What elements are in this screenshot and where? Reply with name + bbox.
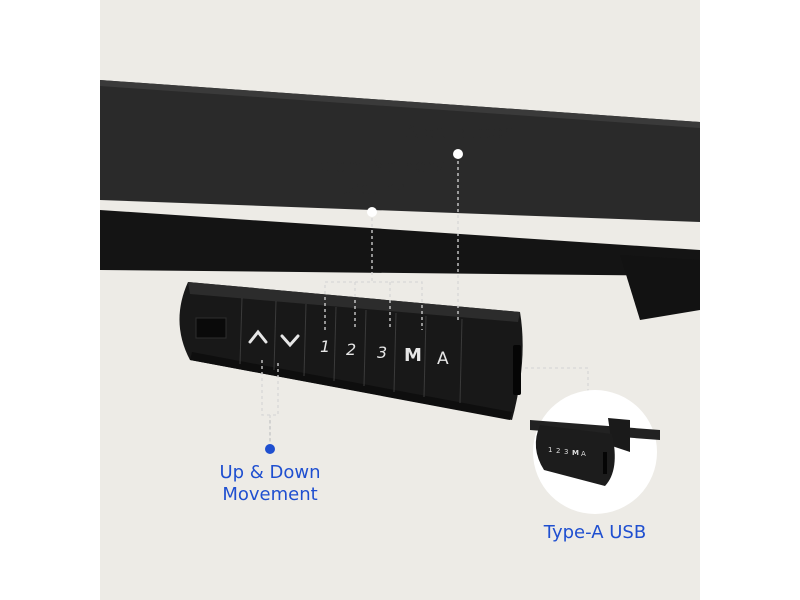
preset-1-button[interactable]: 1 — [320, 337, 330, 356]
display-icon — [195, 317, 227, 339]
height-memory-label-line1: Height Memory — [305, 156, 445, 177]
updown-callout-dot — [265, 444, 275, 454]
preset-2-button[interactable]: 2 — [346, 340, 356, 359]
height-memory-label-line2: Setting — [342, 177, 408, 199]
desk-leg — [620, 255, 700, 320]
up-down-label: Up & Down Movement — [195, 462, 345, 505]
desk-scene: 1 2 3 M A — [100, 80, 700, 514]
alert-button-label: Alert Button — [405, 122, 515, 143]
usb-label: Type-A USB — [543, 522, 647, 543]
up-arrow-icon[interactable] — [248, 329, 268, 344]
inset-button-m: M — [572, 449, 579, 457]
up-down-label-line2: Movement — [222, 483, 318, 505]
down-arrow-icon[interactable] — [280, 334, 300, 348]
memory-button[interactable]: M — [404, 345, 422, 366]
inset-usb-port-icon — [603, 452, 607, 474]
usb-inset: 1 2 3 M A — [530, 390, 660, 514]
inset-button-3: 3 — [564, 448, 568, 456]
desk-frame — [100, 210, 700, 276]
memory-callout-dot — [367, 207, 377, 217]
inset-button-1: 1 — [548, 446, 552, 454]
alert-button[interactable]: A — [437, 349, 449, 369]
alert-callout-dot — [453, 149, 463, 159]
inset-button-2: 2 — [556, 447, 560, 455]
callout-lines — [261, 155, 589, 447]
preset-3-button[interactable]: 3 — [377, 343, 387, 362]
height-memory-label: Height Memory Setting — [295, 156, 455, 199]
usb-port-icon — [513, 345, 521, 395]
keypad: 1 2 3 M A — [179, 282, 523, 420]
inset-button-a: A — [581, 450, 586, 458]
up-down-label-line1: Up & Down — [219, 462, 321, 483]
desk-edge — [100, 80, 700, 128]
product-illustration: 1 2 3 M A — [100, 0, 700, 600]
